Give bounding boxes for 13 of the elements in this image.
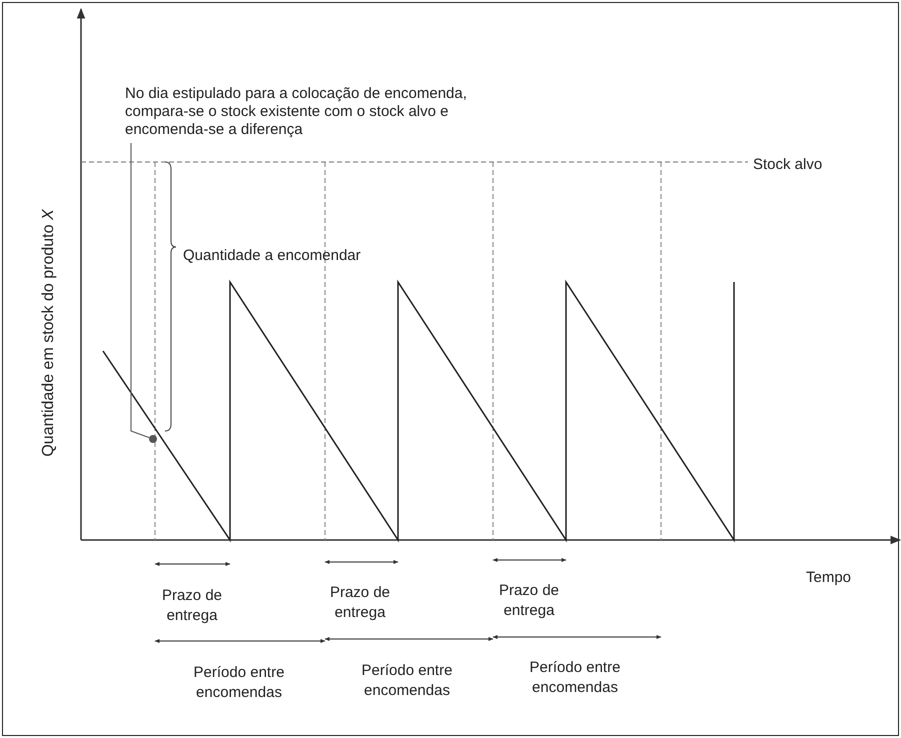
- interval-label: Período entre encomendas: [192, 663, 286, 703]
- interval-label: Período entre encomendas: [528, 658, 622, 698]
- leader-line: [130, 142, 150, 438]
- order-point-dot: [149, 435, 157, 443]
- interval-label: Prazo de entrega: [498, 581, 560, 621]
- annotation-text: No dia estipulado para a colocação de encomenda, compara-se o stock existente com o stock alvo e encomenda-se a diferença: [125, 85, 475, 139]
- interval-label: Período entre encomendas: [360, 661, 454, 701]
- axis-title: Quantidade em stock do produto X: [40, 209, 58, 457]
- brace-label: Quantidade a encomendar: [183, 246, 361, 266]
- axis-title: Tempo: [806, 568, 852, 588]
- interval-label: Prazo de entrega: [160, 586, 224, 626]
- target-line-label: Stock alvo: [753, 155, 822, 175]
- interval-label: Prazo de entrega: [328, 583, 392, 623]
